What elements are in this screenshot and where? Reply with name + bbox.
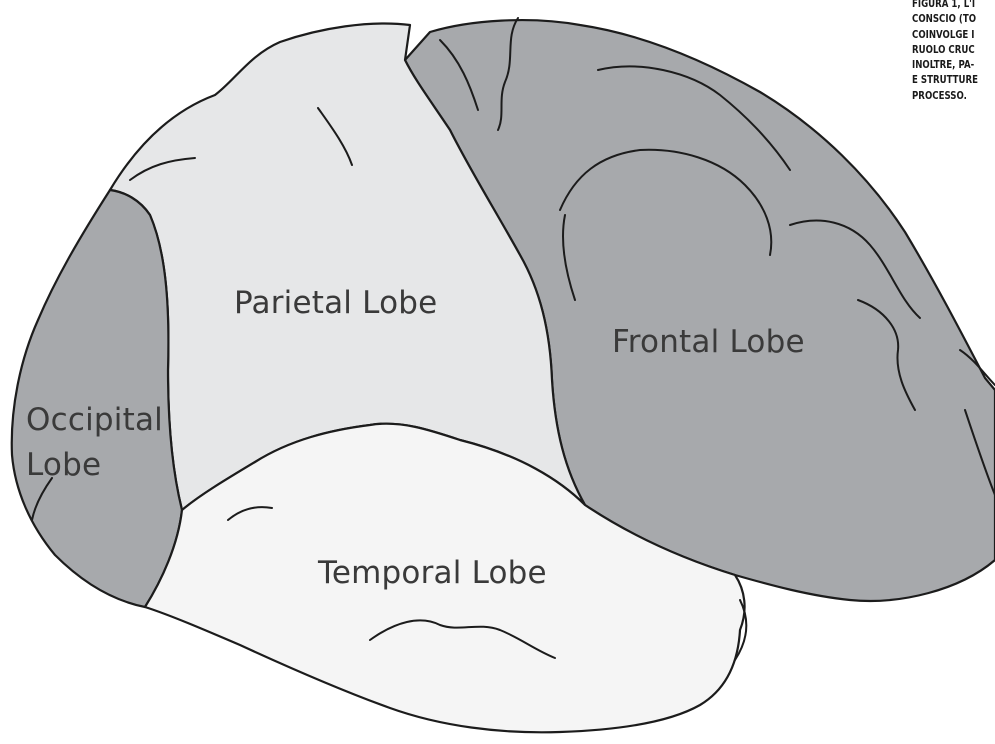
caption-line: E STRUTTURE	[912, 73, 980, 88]
parietal-lobe-label: Parietal Lobe	[234, 285, 437, 321]
caption-line: FIGURA 1, L'I	[912, 0, 980, 12]
caption-line: INOLTRE, PA-	[912, 58, 980, 73]
caption-line: CONSCIO (TO	[912, 12, 980, 27]
occipital-lobe-label-line1: Occipital	[26, 402, 163, 438]
figure-caption: FIGURA 1, L'I CONSCIO (TO COINVOLGE I RU…	[912, 0, 980, 104]
temporal-lobe-label: Temporal Lobe	[317, 555, 547, 591]
caption-line: PROCESSO.	[912, 89, 980, 104]
caption-line: RUOLO CRUC	[912, 43, 980, 58]
frontal-lobe-label: Frontal Lobe	[612, 324, 805, 360]
occipital-lobe-label-line2: Lobe	[26, 447, 101, 483]
occipital-lobe-region	[12, 190, 182, 607]
caption-line: COINVOLGE I	[912, 28, 980, 43]
